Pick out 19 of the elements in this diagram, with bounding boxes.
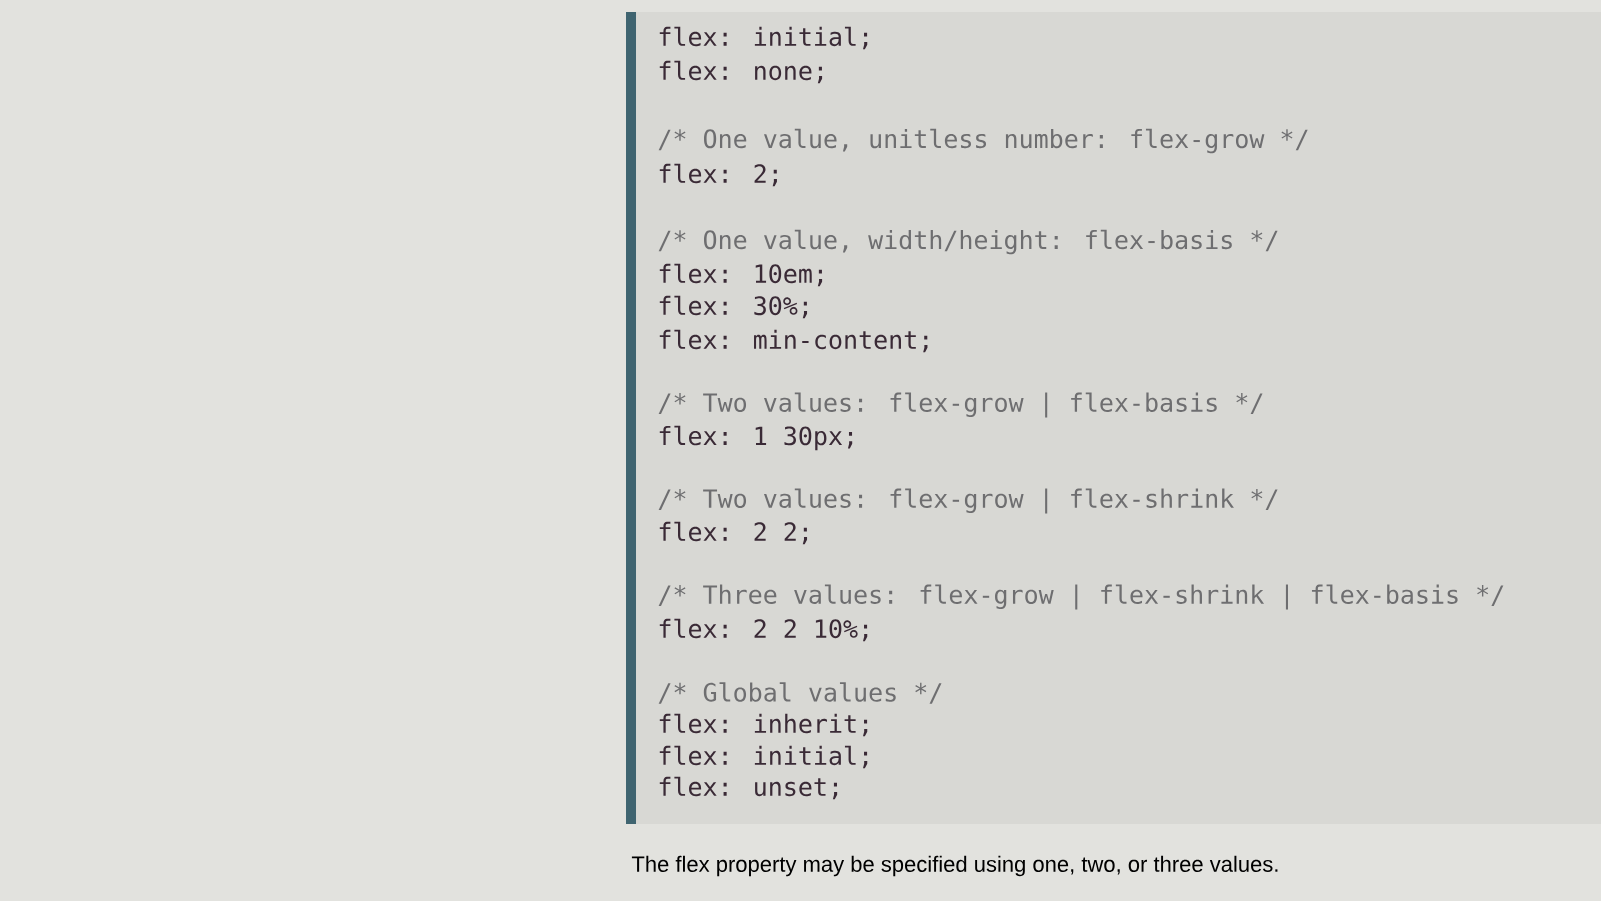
code-line: flex: 2 2 10%; (659, 618, 868, 642)
code-line: flex: none; (659, 60, 823, 84)
code-line: flex: 10em; (659, 263, 823, 287)
code-comment: /* Three values: flex-grow | flex-shrink | flex-basis */ (658, 584, 1504, 610)
code-line: flex: min-content; (659, 329, 928, 353)
code-line: flex: 1 30px; (659, 425, 853, 451)
code-line: flex: unset; (659, 776, 838, 800)
code-line: flex: 2 2; (659, 521, 808, 545)
code-line: flex: initial; (659, 26, 868, 50)
code-line: flex: initial; (659, 745, 868, 769)
code-comment: /* Two values: flex-grow | flex-basis */ (658, 392, 1263, 418)
caption: The flex property may be specified using one, two, or three values. (631, 855, 1278, 877)
code-comment: /* One value, width/height: flex-basis */ (658, 229, 1278, 255)
code-line: flex: 2; (659, 163, 777, 187)
code-line: flex: 30%; (659, 295, 808, 319)
code-comment: /* One value, unitless number: flex-grow */ (658, 128, 1308, 154)
code-comment: /* Global values */ (658, 682, 942, 704)
code-comment: /* Two values: flex-grow | flex-shrink */ (658, 488, 1278, 514)
code-line: flex: inherit; (659, 713, 868, 737)
